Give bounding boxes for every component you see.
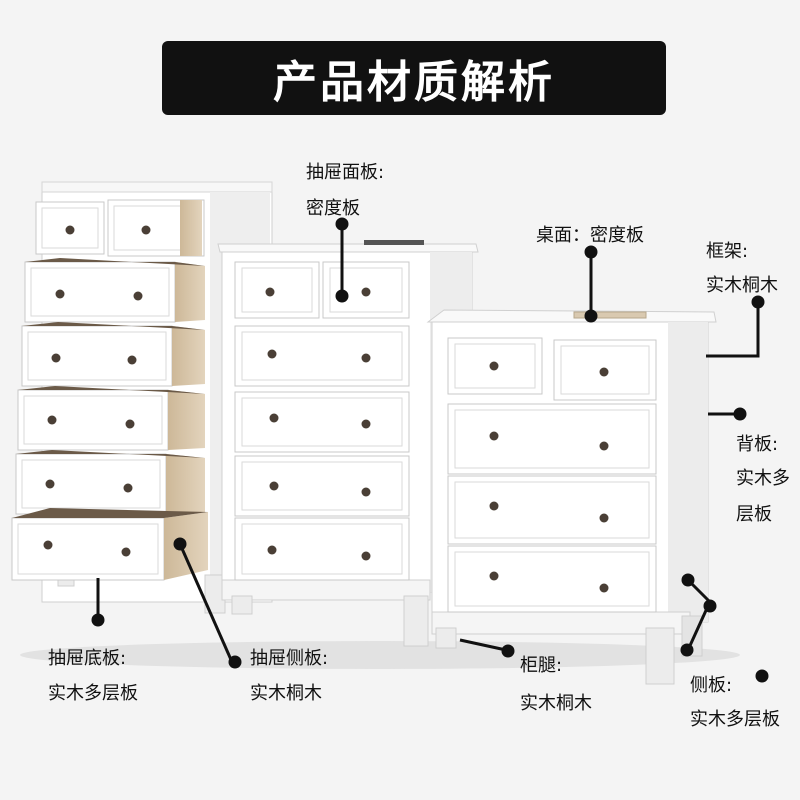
back-label: 背板: xyxy=(736,434,779,455)
leg-label: 柜腿: xyxy=(520,655,563,676)
drawer-side-label: 抽屉侧板: xyxy=(250,648,329,669)
page-title: 产品材质解析 xyxy=(273,57,555,108)
drawer-bottom-material: 实木多层板 xyxy=(48,683,138,704)
frame-label: 框架: xyxy=(706,241,749,262)
back-material-1: 实木多 xyxy=(736,468,790,489)
callout-leaders xyxy=(91,217,769,683)
drawer-bottom-label: 抽屉底板: xyxy=(48,648,127,669)
middle-dresser xyxy=(217,240,479,647)
drawer-front-material: 密度板 xyxy=(306,198,360,219)
leg-material: 实木桐木 xyxy=(520,693,592,714)
floor-shadow xyxy=(20,641,740,669)
top-label: 桌面：密度板 xyxy=(536,225,644,246)
title-banner: 产品材质解析 xyxy=(162,41,666,115)
side-label: 侧板: xyxy=(690,675,733,696)
right-dresser xyxy=(426,309,717,685)
frame-material: 实木桐木 xyxy=(706,275,778,296)
side-material: 实木多层板 xyxy=(690,709,780,730)
drawer-side-material: 实木桐木 xyxy=(250,683,322,704)
drawer-front-label: 抽屉面板: xyxy=(306,162,385,183)
back-material-2: 层板 xyxy=(736,504,772,525)
